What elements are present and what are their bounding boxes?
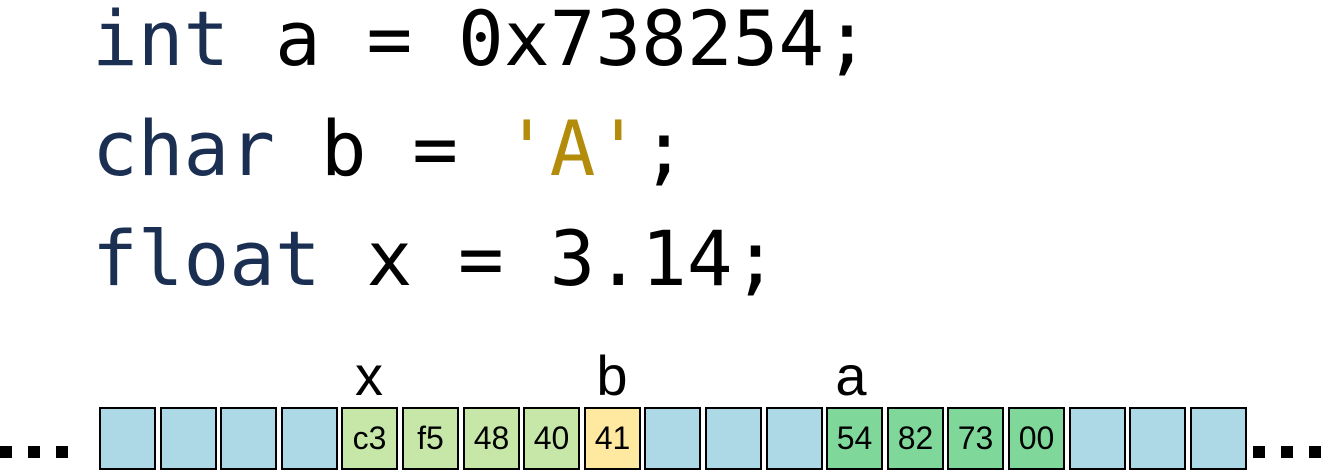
memory-label-b: b bbox=[596, 344, 628, 407]
memory-cell bbox=[220, 407, 277, 470]
memory-cell: 48 bbox=[463, 407, 520, 470]
memory-cell bbox=[766, 407, 823, 470]
type-keyword: char bbox=[92, 104, 276, 193]
memory-ellipsis-left bbox=[0, 425, 84, 465]
char-literal: 'A' bbox=[503, 104, 642, 193]
declaration-text: x = 3.14; bbox=[320, 214, 779, 303]
memory-cell: 54 bbox=[826, 407, 883, 470]
memory-cell: 82 bbox=[887, 407, 944, 470]
memory-cell: 40 bbox=[523, 407, 580, 470]
memory-cell: 41 bbox=[584, 407, 641, 470]
memory-cell: f5 bbox=[402, 407, 459, 470]
memory-cell: 00 bbox=[1008, 407, 1065, 470]
type-keyword: int bbox=[92, 0, 230, 83]
code-line-int: int a = 0x738254; bbox=[92, 1, 870, 77]
declaration-text: ; bbox=[641, 104, 687, 193]
memory-cell bbox=[1129, 407, 1186, 470]
memory-ellipsis-right bbox=[1253, 425, 1337, 465]
memory-label-a: a bbox=[835, 344, 867, 407]
code-line-char: char b = 'A'; bbox=[92, 111, 687, 187]
memory-label-x: x bbox=[355, 344, 383, 407]
memory-cell bbox=[99, 407, 156, 470]
memory-cell: c3 bbox=[341, 407, 398, 470]
memory-cell bbox=[1069, 407, 1126, 470]
memory-cell bbox=[1190, 407, 1247, 470]
type-keyword: float bbox=[92, 214, 321, 303]
memory-cell bbox=[705, 407, 762, 470]
declaration-text: a = 0x738254; bbox=[229, 0, 870, 83]
memory-cell bbox=[644, 407, 701, 470]
code-line-float: float x = 3.14; bbox=[92, 221, 778, 297]
memory-cell: 73 bbox=[947, 407, 1004, 470]
memory-cell bbox=[281, 407, 338, 470]
declaration-text: b = bbox=[275, 104, 504, 193]
memory-cell bbox=[160, 407, 217, 470]
